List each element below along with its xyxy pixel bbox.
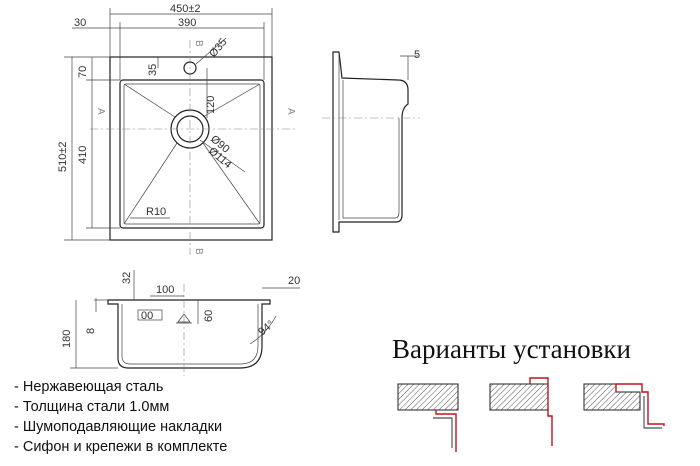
dim-inner-width: 390 — [178, 17, 196, 29]
sink-bowl-inner — [123, 83, 261, 225]
install-variants-title: Варианты установки — [392, 334, 631, 364]
sink-edge-red — [529, 377, 553, 446]
feature-item: - Сифон и крепежи в комплекте — [14, 439, 228, 455]
dim-depth-180: 180 — [61, 330, 73, 348]
dim-corner-radius: R10 — [146, 206, 166, 218]
feature-list: - Нержавеющая сталь - Толщина стали 1.0м… — [14, 377, 227, 457]
dim-angle-94: 94° — [256, 318, 276, 338]
dim-inner-height: 410 — [77, 146, 89, 164]
bowl-slope-line — [202, 83, 261, 118]
dim-overall-width: 450±2 — [170, 3, 201, 15]
bowl-slope-line — [123, 83, 176, 118]
feature-item: - Толщина стали 1.0мм — [14, 399, 170, 415]
bowl-slope-line — [123, 142, 178, 225]
dim-width-100: 100 — [156, 284, 174, 296]
section-mark-a-right: A — [285, 108, 296, 115]
overflow-slot — [137, 309, 163, 321]
section-mark-b-top: B — [193, 40, 204, 47]
sink-edge-red — [435, 410, 457, 452]
sink-bowl — [119, 79, 265, 229]
install-variant-flush — [583, 383, 665, 429]
top-view: 450±2 390 30 510±2 410 70 35 Ø35 120 Ø90… — [57, 3, 296, 255]
dim-depth-8: 8 — [85, 328, 97, 334]
dim-top-offset: 70 — [77, 66, 89, 78]
overflow-label: 00 — [141, 310, 153, 322]
dim-left-offset: 30 — [74, 17, 86, 29]
drain-symbol — [176, 313, 192, 324]
feature-item: - Нержавеющая сталь — [14, 379, 164, 395]
dim-drain-dia: Ø35 — [207, 36, 230, 60]
front-section-view: 00 8 180 32 100 60 20 94° — [61, 270, 300, 376]
feature-item: - Шумоподавляющие накладки — [14, 419, 223, 435]
dim-depth-32: 32 — [121, 272, 133, 284]
install-variant-overmount — [397, 383, 459, 452]
dim-offset-20: 20 — [288, 275, 300, 287]
section-mark-a-left: A — [95, 108, 106, 115]
side-section-view: 5 — [322, 49, 420, 233]
dim-overall-height: 510±2 — [57, 141, 69, 172]
dim-drain-offset: 35 — [147, 64, 159, 76]
install-variant-undermount — [489, 377, 553, 446]
dim-drain-pos: 120 — [205, 96, 217, 114]
sink-edge-red — [615, 383, 665, 426]
sink-outer-rim — [109, 56, 273, 241]
dim-side-flange: 5 — [414, 49, 420, 61]
dim-height-60: 60 — [203, 310, 215, 322]
section-mark-b-bottom: B — [193, 248, 204, 255]
bowl-slope-line — [202, 142, 261, 225]
